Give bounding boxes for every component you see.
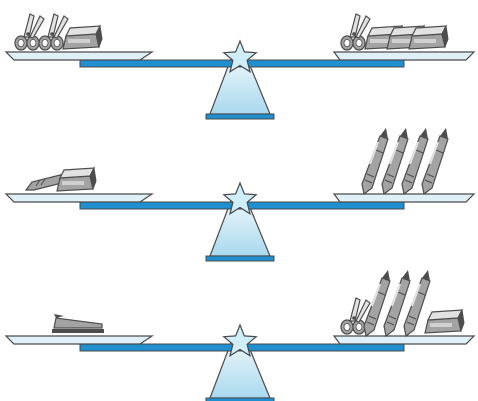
right-tray [334, 194, 474, 202]
left-tray [6, 336, 152, 344]
right-tray [334, 336, 474, 344]
left-tray [6, 52, 152, 60]
balance-scale [6, 270, 474, 401]
balance-scale [6, 14, 474, 119]
stapler-icon [52, 314, 104, 333]
eraser-icon [57, 168, 96, 191]
balance-scale [6, 128, 474, 261]
right-items [341, 270, 464, 336]
eraser-icon [63, 26, 102, 49]
left-tray [6, 194, 152, 202]
left-items [26, 168, 96, 191]
right-items [362, 128, 448, 194]
right-items [341, 14, 448, 50]
scale-foot [206, 114, 274, 119]
right-tray [334, 52, 474, 60]
left-items [52, 314, 104, 333]
eraser-icon [425, 310, 464, 333]
scale-foot [206, 256, 274, 261]
eraser-icon [409, 26, 448, 49]
left-items [15, 14, 102, 50]
